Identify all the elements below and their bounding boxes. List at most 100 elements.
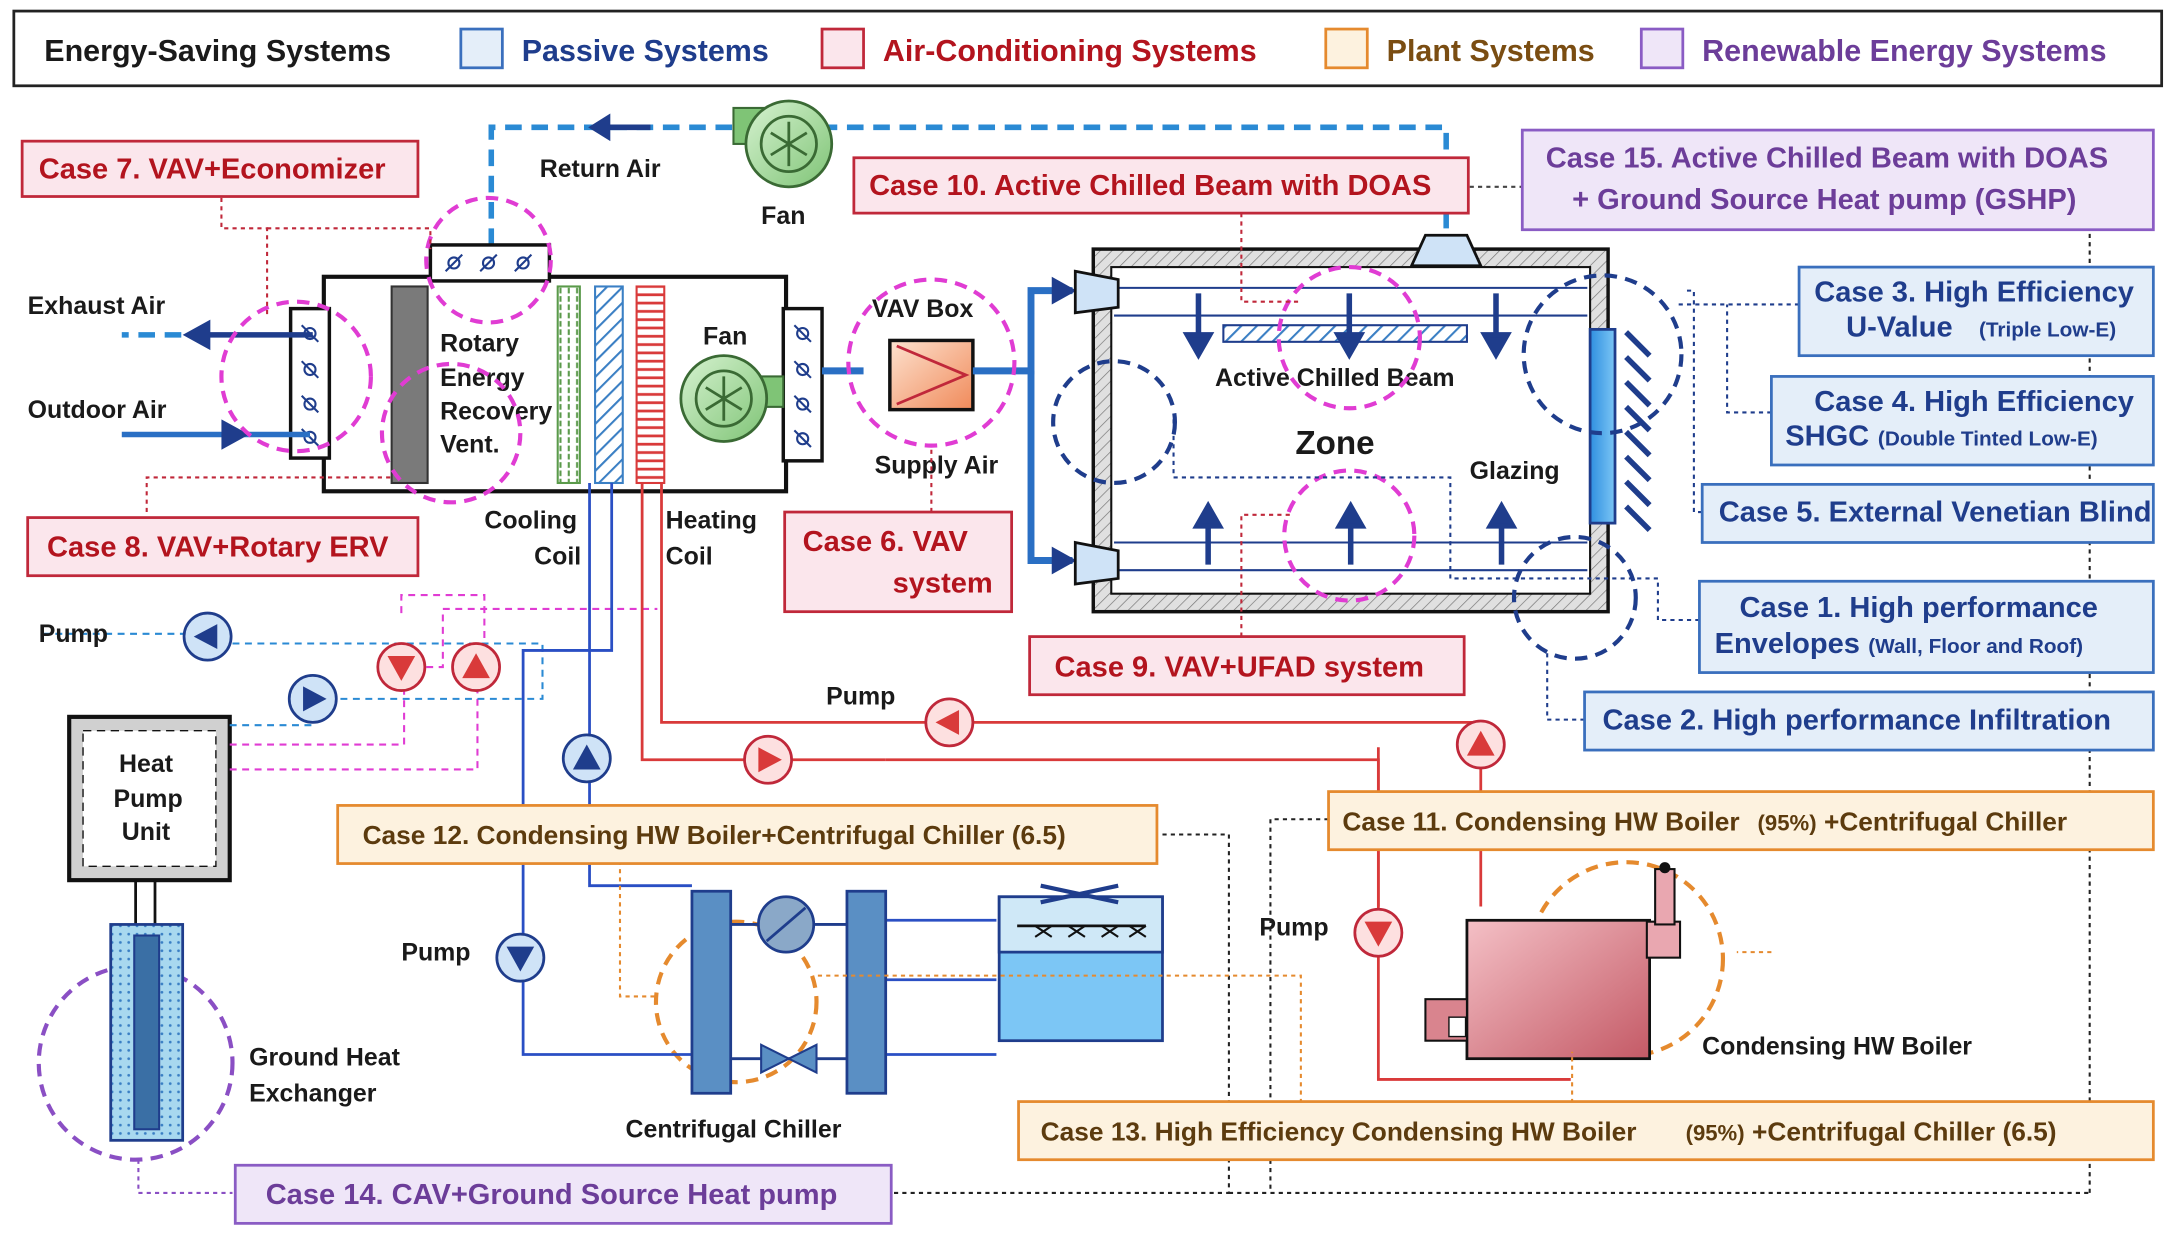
highlight-chiller: [653, 919, 819, 1085]
pump-label-2: Pump: [826, 682, 895, 710]
case-3-label-1: Case 3. High Efficiency: [1814, 277, 2134, 309]
vav-box: [888, 338, 975, 412]
cooling-coil: [594, 285, 624, 485]
ground-hx-label-1: Ground Heat: [249, 1044, 400, 1072]
pump-heat-pump-blue-1: [182, 611, 233, 662]
chiller-label: Centrifugal Chiller: [626, 1116, 842, 1144]
case-6-box: [783, 510, 1014, 614]
case-7-label: Case 7. VAV+Economizer: [39, 154, 386, 186]
return-air-arrow: [588, 113, 611, 142]
case-9-box: [1028, 635, 1466, 697]
zone-label: Zone: [1295, 425, 1374, 462]
case-11-label-2: (95%): [1758, 810, 1817, 835]
case-13-label-3: +Centrifugal Chiller (6.5): [1752, 1116, 2056, 1146]
case-14-label: Case 14. CAV+Ground Source Heat pump: [266, 1179, 838, 1211]
rotary-label-2: Energy: [440, 364, 525, 392]
floor-diffuser-left: [1073, 540, 1120, 586]
case-12-box: [336, 804, 1159, 865]
heat-pump-unit: [67, 714, 232, 883]
legend-label-passive: Passive Systems: [522, 34, 769, 68]
legend-swatch-passive: [459, 27, 504, 70]
supply-duct-upper: [972, 287, 1073, 375]
venetian-blind: [1624, 330, 1652, 532]
case-4-label-1: Case 4. High Efficiency: [1814, 386, 2134, 418]
legend: Energy-Saving Systems Passive Systems Ai…: [12, 9, 2164, 88]
legend-title: Energy-Saving Systems: [44, 34, 391, 68]
case-15-box: [1520, 128, 2155, 232]
ahu-fan-label: Fan: [703, 323, 747, 351]
pump-hot-water-2: [924, 697, 975, 748]
case-4-label-2: SHGC: [1785, 421, 1869, 453]
case-13-label-1: Case 13. High Efficiency Condensing HW B…: [1041, 1116, 1637, 1146]
return-air-label: Return Air: [540, 155, 661, 183]
case-13-box: [1017, 1100, 2155, 1162]
heat-pump-label-3: Unit: [122, 818, 170, 846]
highlight-ufad: [1282, 468, 1417, 603]
pump-heat-pump-blue-2: [287, 673, 338, 724]
ceiling-diffuser-left: [1073, 269, 1120, 315]
exhaust-air-arrow: [121, 319, 313, 351]
legend-swatch-air-conditioning: [820, 27, 865, 70]
highlight-economizer-return: [424, 195, 553, 325]
case-5-box: [1700, 482, 2155, 544]
supply-duct-lower: [1027, 370, 1073, 564]
chiller-condenser: [845, 889, 888, 1095]
case-13-label-2: (95%): [1686, 1120, 1745, 1145]
return-fan: [732, 99, 834, 189]
case-15-label-2: + Ground Source Heat pump (GSHP): [1572, 184, 2076, 216]
preheat-coil: [556, 285, 581, 485]
case-3-label-2: U-Value: [1846, 311, 1953, 343]
rotary-wheel: [390, 285, 429, 485]
case-11-label-1: Case 11. Condensing HW Boiler: [1342, 806, 1739, 836]
heating-coil: [635, 285, 666, 485]
supply-fan: [679, 354, 785, 443]
glazing-label: Glazing: [1470, 457, 1560, 485]
pump-chilled-water-2: [495, 932, 546, 983]
heating-coil-label-2: Coil: [666, 543, 713, 571]
case-14-box: [233, 1163, 893, 1225]
pump-boiler: [1353, 907, 1404, 958]
highlight-economizer-outdoor: [219, 299, 373, 454]
rotary-label-4: Vent.: [440, 431, 500, 459]
pump-chilled-water-1: [561, 733, 612, 784]
heat-pump-label-1: Heat: [119, 750, 173, 778]
return-fan-label: Fan: [761, 202, 805, 230]
case-12-label: Case 12. Condensing HW Boiler+Centrifuga…: [363, 820, 1066, 850]
case-8-box: [26, 516, 420, 578]
highlight-infiltration: [1511, 534, 1638, 661]
pump-heat-pump-red-2: [451, 642, 501, 692]
doas-diffuser: [1409, 233, 1483, 268]
cooling-tower: [997, 883, 1164, 1043]
highlight-vav-box: [846, 277, 1017, 448]
condensing-boiler: [1424, 862, 1682, 1061]
case-1-label-1: Case 1. High performance: [1740, 592, 2098, 624]
outdoor-air-label: Outdoor Air: [28, 396, 167, 424]
case-3-label-3: (Triple Low-E): [1979, 318, 2116, 341]
legend-swatch-plant: [1324, 27, 1369, 70]
rotary-label-3: Recovery: [440, 397, 552, 425]
pump-hot-water-1: [743, 734, 793, 785]
case-8-label: Case 8. VAV+Rotary ERV: [47, 531, 389, 563]
case-3-box: [1797, 265, 2155, 358]
case-1-label-3: (Wall, Floor and Roof): [1868, 635, 2083, 658]
case-6-label-1: Case 6. VAV: [803, 526, 969, 558]
cooling-coil-label-1: Cooling: [484, 507, 577, 535]
case-2-label: Case 2. High performance Infiltration: [1603, 704, 2111, 736]
chilled-beam-label: Active Chilled Beam: [1215, 364, 1454, 392]
case-10-box: [852, 156, 1470, 215]
supply-arrow-bottom: [1051, 546, 1077, 575]
pump-hot-water-3: [1455, 719, 1506, 770]
highlight-chilled-beam: [1276, 265, 1422, 411]
legend-swatch-renewable: [1639, 27, 1685, 70]
vav-box-label: VAV Box: [872, 295, 974, 323]
pump-heat-pump-red-1: [376, 642, 427, 692]
return-air-duct: [488, 113, 1449, 250]
ground-hx-label-2: Exchanger: [249, 1080, 377, 1108]
case-1-box: [1698, 579, 2155, 674]
legend-label-plant: Plant Systems: [1387, 34, 1595, 68]
zone-room: [1073, 233, 1652, 614]
case-11-label-3: +Centrifugal Chiller: [1824, 806, 2067, 836]
legend-frame: [12, 9, 2164, 88]
legend-label-air-conditioning: Air-Conditioning Systems: [883, 34, 1257, 68]
